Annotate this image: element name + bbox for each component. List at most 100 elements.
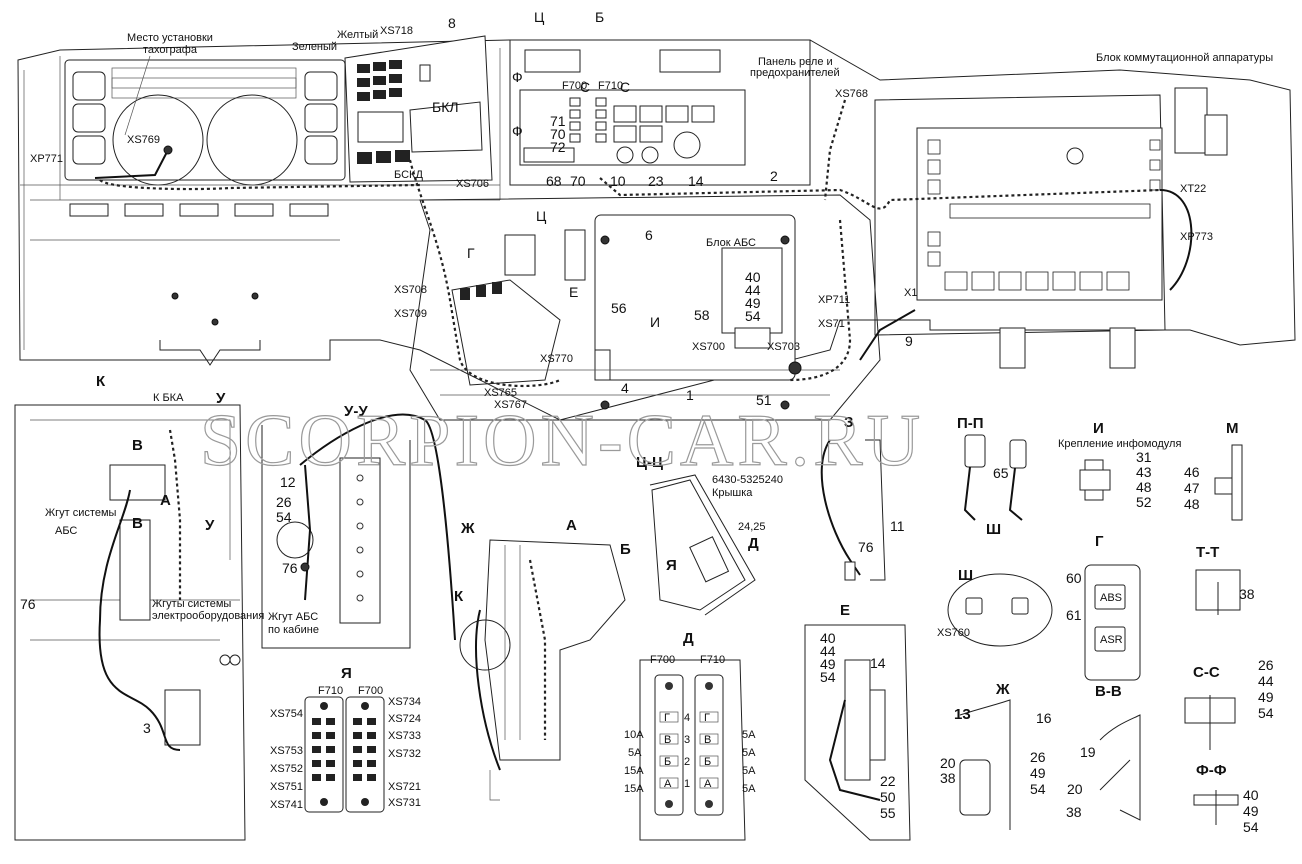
section-a: А [160, 492, 171, 509]
callout-71: 71 [550, 113, 566, 129]
view-uu-54: 54 [276, 509, 292, 525]
e-num-40: 40 [820, 630, 836, 646]
view-uu: У-У 12 26 54 76 Жгут АБС по кабине [261, 403, 456, 649]
callout-72: 72 [550, 139, 566, 155]
xs765-label: XS765 [484, 387, 517, 399]
ya-xs753: XS753 [270, 745, 303, 757]
xs770-label: XS770 [540, 353, 573, 365]
view-zh-title: Ж [460, 520, 475, 537]
abs-num-40: 40 [745, 269, 761, 285]
d-num-4: 4 [684, 712, 690, 724]
yellow-label: Желтый [337, 29, 378, 41]
callout-68: 68 [546, 173, 562, 189]
z-num-11: 11 [890, 518, 905, 534]
view-z: З 11 76 [820, 414, 905, 581]
d-num-3: 3 [684, 734, 690, 746]
tsts-d: Д [748, 535, 759, 552]
view-zh-b: Б [620, 541, 631, 558]
f700-top-label: F700 [562, 80, 587, 92]
view-zh-2: Ж 13 16 20 38 26 49 54 [940, 681, 1052, 830]
pp-sh: Ш [986, 521, 1001, 538]
switch-block-label: Блок коммутационной аппаратуры [1096, 52, 1273, 64]
ya-xs751: XS751 [270, 781, 303, 793]
view-d-title: Д [683, 630, 694, 647]
m-num-46: 46 [1184, 464, 1200, 480]
view-tsts: Ц-Ц 6430-5325240 Крышка 24,25 Д Я [636, 454, 783, 616]
abs-num-54: 54 [745, 308, 761, 324]
xs709-label: XS709 [394, 308, 427, 320]
section-c-2: С [620, 79, 630, 95]
e-num-54: 54 [820, 669, 836, 685]
ff-num-49: 49 [1243, 803, 1259, 819]
zh2-num-49: 49 [1030, 765, 1046, 781]
section-tsts-bottom: Ц [536, 208, 547, 224]
xp711-label: XP711 [818, 294, 850, 306]
ff-num-40: 40 [1243, 787, 1259, 803]
view-pp: П-П 65 Ш [957, 415, 1027, 538]
callout-9: 9 [905, 333, 913, 349]
xs767-label: XS767 [494, 399, 527, 411]
xs718-label: XS718 [380, 25, 413, 37]
cc-num-26: 26 [1258, 657, 1274, 673]
d-num-1: 1 [684, 778, 690, 790]
callout-56: 56 [611, 300, 627, 316]
view-g-title: Г [1095, 533, 1104, 550]
view-tt-title: Т-Т [1196, 544, 1219, 561]
callout-70: 70 [550, 126, 566, 142]
view-zh2-title: Ж [995, 681, 1010, 698]
view-cc-title: С-С [1193, 664, 1220, 681]
e-num-14: 14 [870, 655, 886, 671]
view-zh-k: К [454, 588, 464, 605]
bkl-label: БКЛ [432, 99, 459, 115]
view-zh: Ж К А Б [454, 517, 631, 801]
view-uu-title: У-У [344, 403, 368, 420]
uu-harness-label-2: по кабине [268, 624, 319, 636]
d-left-letter-1: Г [664, 712, 670, 724]
e-num-49: 49 [820, 656, 836, 672]
view-g: Г 60 61 ABS ASR [1066, 533, 1141, 681]
e-num-44: 44 [820, 643, 836, 659]
view-k: К К БКА У У В А В Жгут системы АБС 76 Жг… [14, 373, 264, 841]
section-tsts-top: Ц [534, 9, 545, 25]
view-d: Д F700 F710 10А 5А 15А 15А Г В Б А Г В Б… [624, 630, 756, 841]
view-i: И Крепление инфомодуля 31 43 48 52 [1058, 420, 1181, 510]
d-left-amp-2: 5А [628, 747, 642, 759]
xs708-label: XS708 [394, 284, 427, 296]
callout-6: 6 [645, 227, 653, 243]
d-f710: F710 [700, 654, 725, 666]
callout-4: 4 [621, 380, 629, 396]
d-left-letter-4: А [664, 778, 672, 790]
callout-58: 58 [694, 307, 710, 323]
section-u-1: У [216, 390, 226, 407]
d-right-letter-3: Б [704, 756, 711, 768]
d-right-amp-2: 5А [742, 747, 756, 759]
callout-b: Б [595, 9, 604, 25]
d-right-amp-3: 5А [742, 765, 756, 777]
e-num-50: 50 [880, 789, 896, 805]
zh2-num-13: 13 [954, 706, 971, 723]
g-abs: ABS [1100, 592, 1122, 604]
section-phi-2: Ф [512, 123, 523, 139]
harnesses-label-1: Жгуты системы [152, 598, 231, 610]
d-left-amp-3: 15А [624, 765, 644, 777]
view-z-title: З [844, 414, 853, 431]
sh-xs760: XS760 [937, 627, 970, 639]
top-labels: Место установки тахографа Зеленый Желтый… [30, 9, 1273, 411]
green-label: Зеленый [292, 41, 337, 53]
section-phi-1: Ф [512, 69, 523, 85]
pp-num-65: 65 [993, 465, 1009, 481]
g-asr: ASR [1100, 634, 1123, 646]
xs703-label: XS703 [767, 341, 800, 353]
d-right-letter-2: В [704, 734, 711, 746]
z-num-76: 76 [858, 539, 874, 555]
f710-top-label: F710 [598, 80, 623, 92]
callout-8: 8 [448, 15, 456, 31]
g-num-60: 60 [1066, 570, 1082, 586]
view-k-title: К [96, 373, 106, 390]
uu-harness-label-1: Жгут АБС [268, 611, 318, 623]
view-ff-title: Ф-Ф [1196, 762, 1227, 779]
view-vv: В-В 19 20 38 [1066, 683, 1141, 821]
k-bka-label: К БКА [153, 392, 184, 404]
xs71-label: XS71 [818, 318, 845, 330]
d-left-letter-2: В [664, 734, 671, 746]
